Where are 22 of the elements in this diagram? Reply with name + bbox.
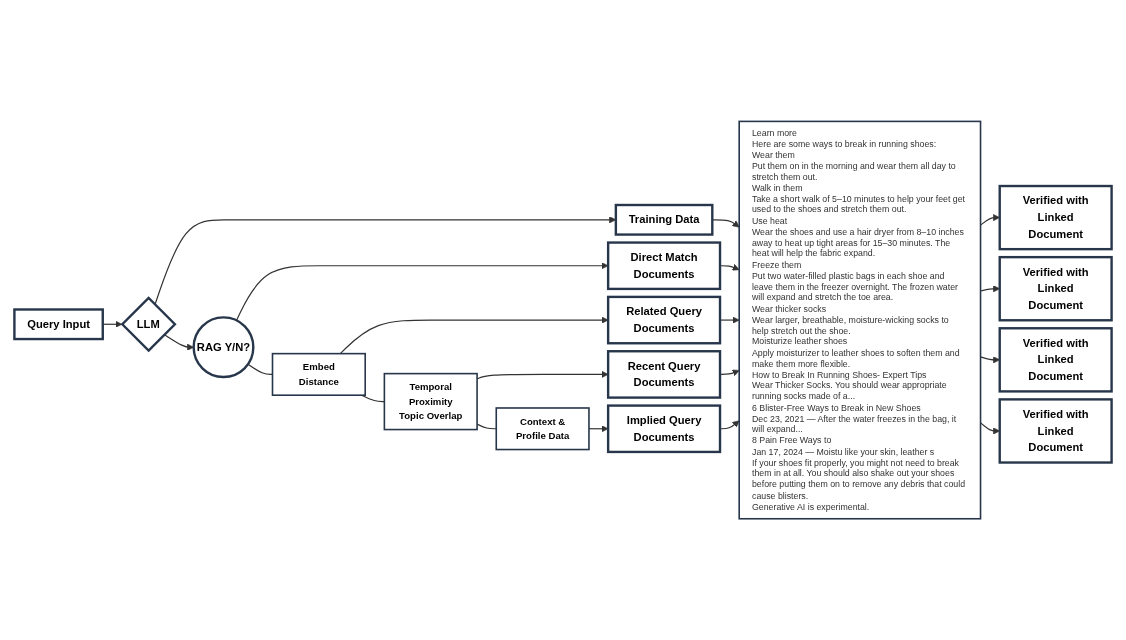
node-circle: RAG Y/N? — [192, 316, 255, 379]
connector — [361, 394, 385, 403]
node-box: Recent Query Documents — [606, 349, 722, 399]
node-box: Direct Match Documents — [606, 241, 722, 291]
arrow — [339, 316, 609, 355]
node-box: Verified with Linked Document — [998, 327, 1113, 393]
node-box: Query Input — [13, 308, 104, 341]
node-box: Verified with Linked Document — [998, 255, 1113, 322]
node-box: Implied Query Documents — [606, 404, 722, 454]
node-box: Training Data — [614, 203, 714, 236]
node-diamond: LLM — [120, 296, 177, 353]
node-box: Context & Profile Data — [495, 407, 590, 451]
arrow — [102, 320, 123, 328]
node-box: Embed Distance — [271, 352, 366, 396]
arrow — [235, 262, 609, 321]
node-box: Related Query Documents — [606, 295, 722, 345]
node-box: Verified with Linked Document — [998, 184, 1113, 251]
node-box: Learn more Here are some ways to break in running shoes: Wear them Put them on in the morning and wear them all day to stretch them out. Walk in them Take a short walk of 5–10 minutes to help your feet get used to the shoes and stretch them out. Use heat Wear the shoes and use a hair dryer from 8–10 inches away to heat up tight areas for 15–30 minutes. The heat will help the fabric expand. Freeze them Put two water-filled plastic bags in each shoe and leave them in the freezer overnight. The frozen water will expand and stretch the toe area. Wear thicker socks Wear larger, breathable, moisture-wicking socks to help stretch out the shoe. Moisturize leather shoes Apply moisturizer to leather shoes to soften them and make them more flexible. How to Break In Running Shoes- Expert Tips Wear Thicker Socks. You should wear appropriate running socks made of a... 6 Blister-Free Ways to Break in New Shoes Dec 23, 2021 — After the water freezes in the bag, it will expand... 8 Pain Free Ways to Jan 17, 2024 — Moistu like your skin, leather s If your shoes fit properly, you might not need to break them in at all. You should also shake out your shoes before putting them on to remove any debris that could cause blisters. Generative AI is experimental. — [738, 120, 982, 520]
arrow — [163, 333, 194, 351]
arrow — [588, 425, 609, 433]
node-box: Verified with Linked Document — [998, 398, 1113, 464]
node-box: Temporal Proximity Topic Overlap — [383, 372, 478, 431]
